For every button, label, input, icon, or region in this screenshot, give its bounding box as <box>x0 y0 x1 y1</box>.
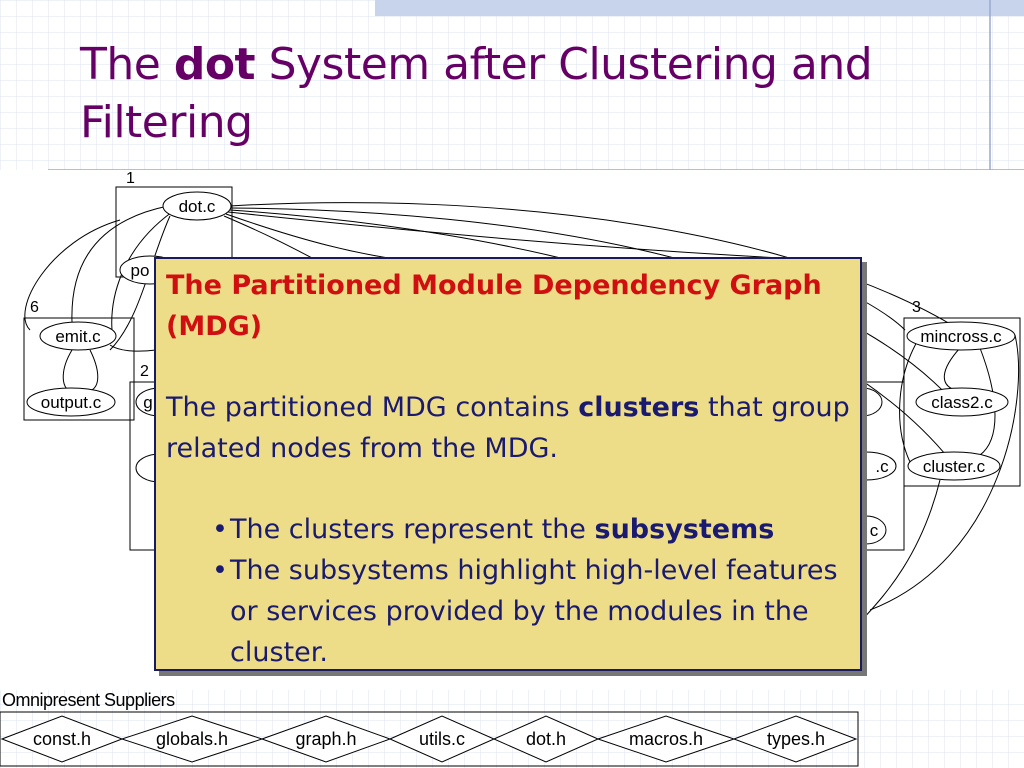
node-label: dot.c <box>179 197 216 216</box>
edge <box>229 207 951 399</box>
edge <box>861 299 906 331</box>
suppliers-box <box>0 711 859 767</box>
title-bold: dot <box>173 39 256 90</box>
slide-title: The dot System after Clustering and Filt… <box>80 36 960 152</box>
edge <box>71 205 169 323</box>
node-label: c <box>870 521 879 540</box>
edge <box>24 219 121 331</box>
node-label: cluster.c <box>923 457 986 476</box>
callout-intro: The partitioned MDG contains clusters th… <box>166 387 856 469</box>
supplier-label: const.h <box>33 729 91 749</box>
supplier-label: macros.h <box>629 729 703 749</box>
suppliers-title: Omnipresent Suppliers <box>2 690 175 710</box>
edge <box>899 339 919 463</box>
bullet-text: The subsystems highlight high-level feat… <box>230 555 838 668</box>
supplier-label: utils.c <box>419 729 465 749</box>
cluster-label-2: 2 <box>140 363 149 380</box>
edge <box>89 349 99 391</box>
bullet-item: • The subsystems highlight high-level fe… <box>212 550 852 673</box>
cluster-label-3: 3 <box>912 299 921 316</box>
node-label: g <box>143 393 152 412</box>
supplier-macros-h: macros.h <box>596 715 736 763</box>
node-cluster-c: cluster.c <box>907 451 1001 481</box>
node-label: mincross.c <box>920 327 1002 346</box>
intro-text-end: that group related nodes from the MDG. <box>166 392 850 464</box>
callout-box: The Partitioned Module Dependency Graph … <box>154 257 862 671</box>
edge <box>869 334 1020 611</box>
node-emit-c: emit.c <box>39 321 117 351</box>
node-output-c: output.c <box>26 387 116 417</box>
supplier-types-h: types.h <box>732 715 858 763</box>
edge <box>109 215 171 351</box>
suppliers-panel: Omnipresent Suppliers const.h globals.h … <box>0 690 859 767</box>
edge <box>861 479 941 621</box>
node-dot-c: dot.c <box>162 191 232 221</box>
supplier-utils-c: utils.c <box>388 715 496 763</box>
callout-heading: The Partitioned Module Dependency Graph … <box>166 270 822 342</box>
node-label: output.c <box>41 393 102 412</box>
cluster-labels: 1 6 2 3 <box>30 170 921 380</box>
bullet-item: • The clusters represent the subsystems <box>212 509 852 550</box>
supplier-graph-h: graph.h <box>260 715 392 763</box>
bullet-symbol: • <box>212 514 228 545</box>
edge <box>109 344 157 352</box>
node-mincross-c: mincross.c <box>906 321 1016 351</box>
callout-bullets: • The clusters represent the subsystems … <box>212 509 852 673</box>
cluster-box-6 <box>23 317 135 421</box>
bullet-symbol: • <box>212 555 228 586</box>
node-label: class2.c <box>931 393 993 412</box>
supplier-const-h: const.h <box>0 715 124 763</box>
edge <box>229 202 961 331</box>
edge <box>979 347 996 456</box>
supplier-label: types.h <box>767 729 825 749</box>
cluster-boxes <box>23 186 1021 551</box>
node-label: po <box>131 261 150 280</box>
supplier-dot-h: dot.h <box>492 715 600 763</box>
supplier-label: graph.h <box>295 729 356 749</box>
title-prefix: The <box>80 39 174 90</box>
cluster-label-1: 1 <box>126 170 135 187</box>
bullet-text: The clusters represent the subsystems <box>230 514 775 545</box>
intro-bold: clusters <box>578 392 700 423</box>
edge <box>227 211 861 263</box>
cluster-label-6: 6 <box>30 299 39 316</box>
node-class2-c: class2.c <box>915 387 1009 417</box>
supplier-globals-h: globals.h <box>120 715 264 763</box>
supplier-label: dot.h <box>526 729 566 749</box>
intro-text: The partitioned MDG contains <box>166 392 579 423</box>
supplier-label: globals.h <box>156 729 228 749</box>
supplier-nodes: const.h globals.h graph.h utils.c dot.h … <box>0 715 858 763</box>
node-label: emit.c <box>55 327 101 346</box>
title-suffix: System after Clustering and Filtering <box>80 39 873 148</box>
node-label: .c <box>875 457 889 476</box>
